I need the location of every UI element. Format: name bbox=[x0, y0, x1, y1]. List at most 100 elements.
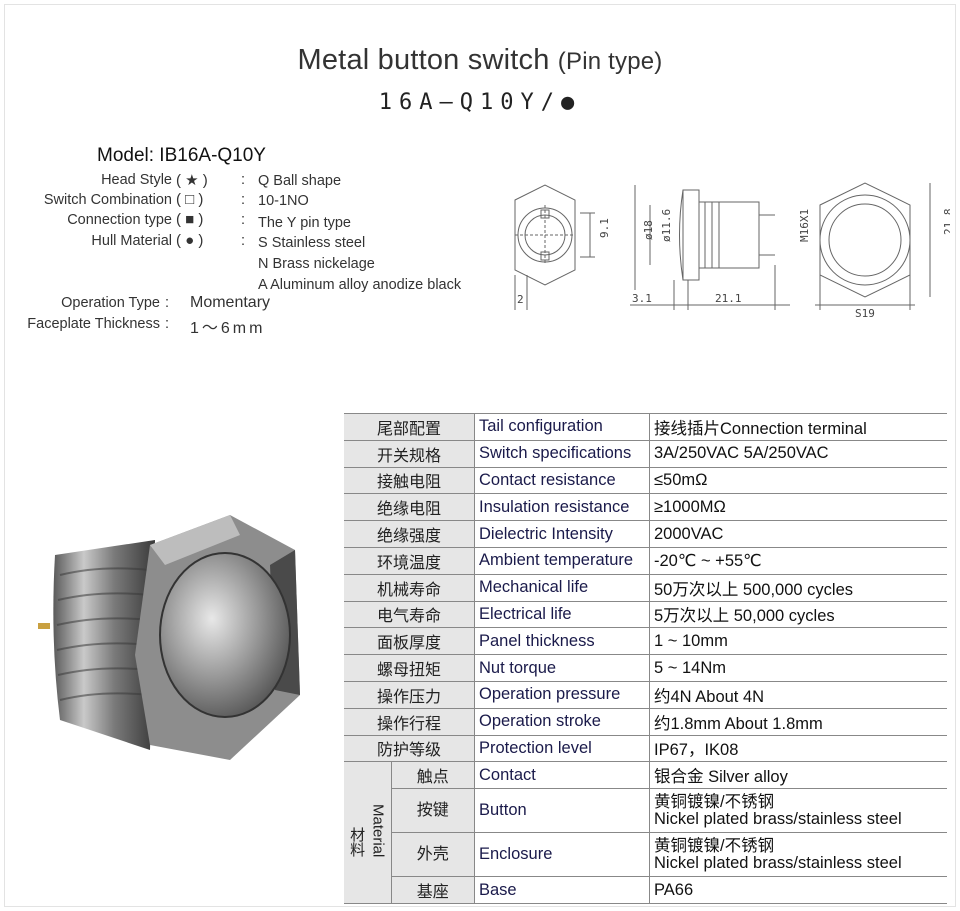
cell-cn: 面板厚度 bbox=[344, 627, 475, 656]
star-icon: ( ★ ) bbox=[176, 172, 208, 189]
dim-label: M16X1 bbox=[798, 209, 811, 242]
cell-en: Switch specifications bbox=[474, 440, 650, 468]
faceplate-thickness-label: Faceplate Thickness bbox=[27, 316, 160, 332]
value-line-2: Nickel plated brass/stainless steel bbox=[654, 809, 902, 828]
title-text: Metal button switch bbox=[297, 44, 550, 76]
cell-en: Electrical life bbox=[474, 601, 650, 629]
cell-en: Dielectric Intensity bbox=[474, 520, 650, 548]
cell-cn: 机械寿命 bbox=[344, 574, 475, 602]
table-row: 材料 Material 触点 Contact 银合金 Silver alloy bbox=[344, 761, 947, 904]
front-hex-outline bbox=[514, 184, 576, 286]
value-line-1: 黄铜镀镍/不锈钢 bbox=[654, 792, 775, 811]
circle-filled-icon: ( ● ) bbox=[176, 232, 204, 249]
spec-colon: : bbox=[241, 192, 246, 208]
cell-en: Tail configuration bbox=[474, 413, 650, 441]
cell-en: Enclosure bbox=[474, 832, 650, 878]
cell-cn: 操作压力 bbox=[344, 681, 475, 709]
spec-value-switch-combination: 10-1NO bbox=[258, 193, 309, 209]
dim-label: S19 bbox=[855, 307, 875, 320]
model-code: 16A—Q10Y/● bbox=[378, 90, 582, 115]
product-photo bbox=[38, 515, 300, 760]
spec-colon: : bbox=[241, 172, 246, 188]
cell-en: Ambient temperature bbox=[474, 547, 650, 575]
material-option-brass: N Brass nickelage bbox=[258, 256, 375, 272]
cell-cn: 按键 bbox=[390, 788, 475, 834]
threaded-body bbox=[53, 540, 155, 750]
square-filled-icon: ( ■ ) bbox=[176, 211, 204, 228]
faceplate-thickness-value: 1～6mm bbox=[190, 320, 266, 337]
pin-terminal bbox=[38, 623, 50, 629]
spec-colon: : bbox=[165, 316, 170, 332]
cell-cn: 开关规格 bbox=[344, 440, 475, 468]
cell-value: 约1.8mm About 1.8mm bbox=[649, 708, 947, 736]
dim-label: 21.1 bbox=[715, 292, 742, 305]
cell-value: ≤50mΩ bbox=[649, 467, 947, 495]
title-suffix: (Pin type) bbox=[557, 48, 663, 75]
dim-label: 9.1 bbox=[598, 218, 611, 238]
cell-en: Nut torque bbox=[474, 654, 650, 682]
cell-cn: 防护等级 bbox=[344, 735, 475, 763]
cell-en: Insulation resistance bbox=[474, 493, 650, 522]
cell-value: 2000VAC bbox=[649, 520, 947, 548]
cell-cn: 外壳 bbox=[390, 832, 475, 878]
spec-colon: : bbox=[241, 233, 246, 249]
material-option-aluminum: A Aluminum alloy anodize black bbox=[258, 277, 462, 293]
cell-cn: 接触电阻 bbox=[344, 467, 475, 495]
cell-value: ≥1000MΩ bbox=[649, 493, 947, 522]
cell-en: Mechanical life bbox=[474, 574, 650, 602]
cell-cn: 基座 bbox=[390, 876, 475, 904]
material-label-en: Material bbox=[369, 803, 387, 858]
button-face bbox=[160, 553, 290, 717]
dim-label: ø18 bbox=[642, 220, 655, 240]
cell-value: -20℃ ~ +55℃ bbox=[649, 547, 947, 575]
page-title: Metal button switch (Pin type) bbox=[0, 44, 960, 77]
spec-colon: : bbox=[241, 212, 246, 228]
dim-label: ø11.6 bbox=[660, 209, 673, 242]
cell-cn: 尾部配置 bbox=[344, 413, 475, 441]
dim-label: 3.1 bbox=[632, 292, 652, 305]
spec-value-connection-type: The Y pin type bbox=[258, 215, 351, 231]
cell-value: 1 ~ 10mm bbox=[649, 627, 947, 656]
cell-cn: 操作行程 bbox=[344, 708, 475, 736]
spec-label-switch-combination: Switch Combination bbox=[43, 192, 172, 208]
dim-label: 2 bbox=[517, 293, 524, 306]
value-line-2: Nickel plated brass/stainless steel bbox=[654, 853, 902, 872]
cell-value: 5 ~ 14Nm bbox=[649, 654, 947, 682]
cell-cn: 螺母扭矩 bbox=[344, 654, 475, 682]
cell-value: 5万次以上 50,000 cycles bbox=[649, 601, 947, 629]
table-row: 基座 Base PA66 bbox=[344, 876, 947, 904]
cell-en: Button bbox=[474, 788, 650, 834]
square-outline-icon: ( □ ) bbox=[176, 191, 204, 208]
cell-en: Operation stroke bbox=[474, 708, 650, 736]
cell-value: 接线插片Connection terminal bbox=[649, 413, 947, 441]
side-head-curve bbox=[679, 189, 684, 281]
cell-value: 银合金 Silver alloy bbox=[649, 761, 947, 790]
rear-hex-outline bbox=[819, 182, 911, 298]
spec-label-hull-material: Hull Material bbox=[91, 233, 172, 249]
cell-cn: 绝缘强度 bbox=[344, 520, 475, 548]
cell-en: Protection level bbox=[474, 735, 650, 763]
cell-cn: 触点 bbox=[390, 761, 475, 790]
cell-cn: 环境温度 bbox=[344, 547, 475, 575]
dim-label: 21.8 bbox=[942, 209, 950, 236]
cell-value: 3A/250VAC 5A/250VAC bbox=[649, 440, 947, 468]
cell-value: 50万次以上 500,000 cycles bbox=[649, 574, 947, 602]
cell-en: Contact resistance bbox=[474, 467, 650, 495]
spec-value-head-style: Q Ball shape bbox=[258, 173, 342, 189]
cell-en: Base bbox=[474, 876, 650, 904]
operation-type-label: Operation Type bbox=[61, 295, 160, 311]
cell-value: PA66 bbox=[649, 876, 947, 904]
cell-cn: 绝缘电阻 bbox=[344, 493, 475, 522]
